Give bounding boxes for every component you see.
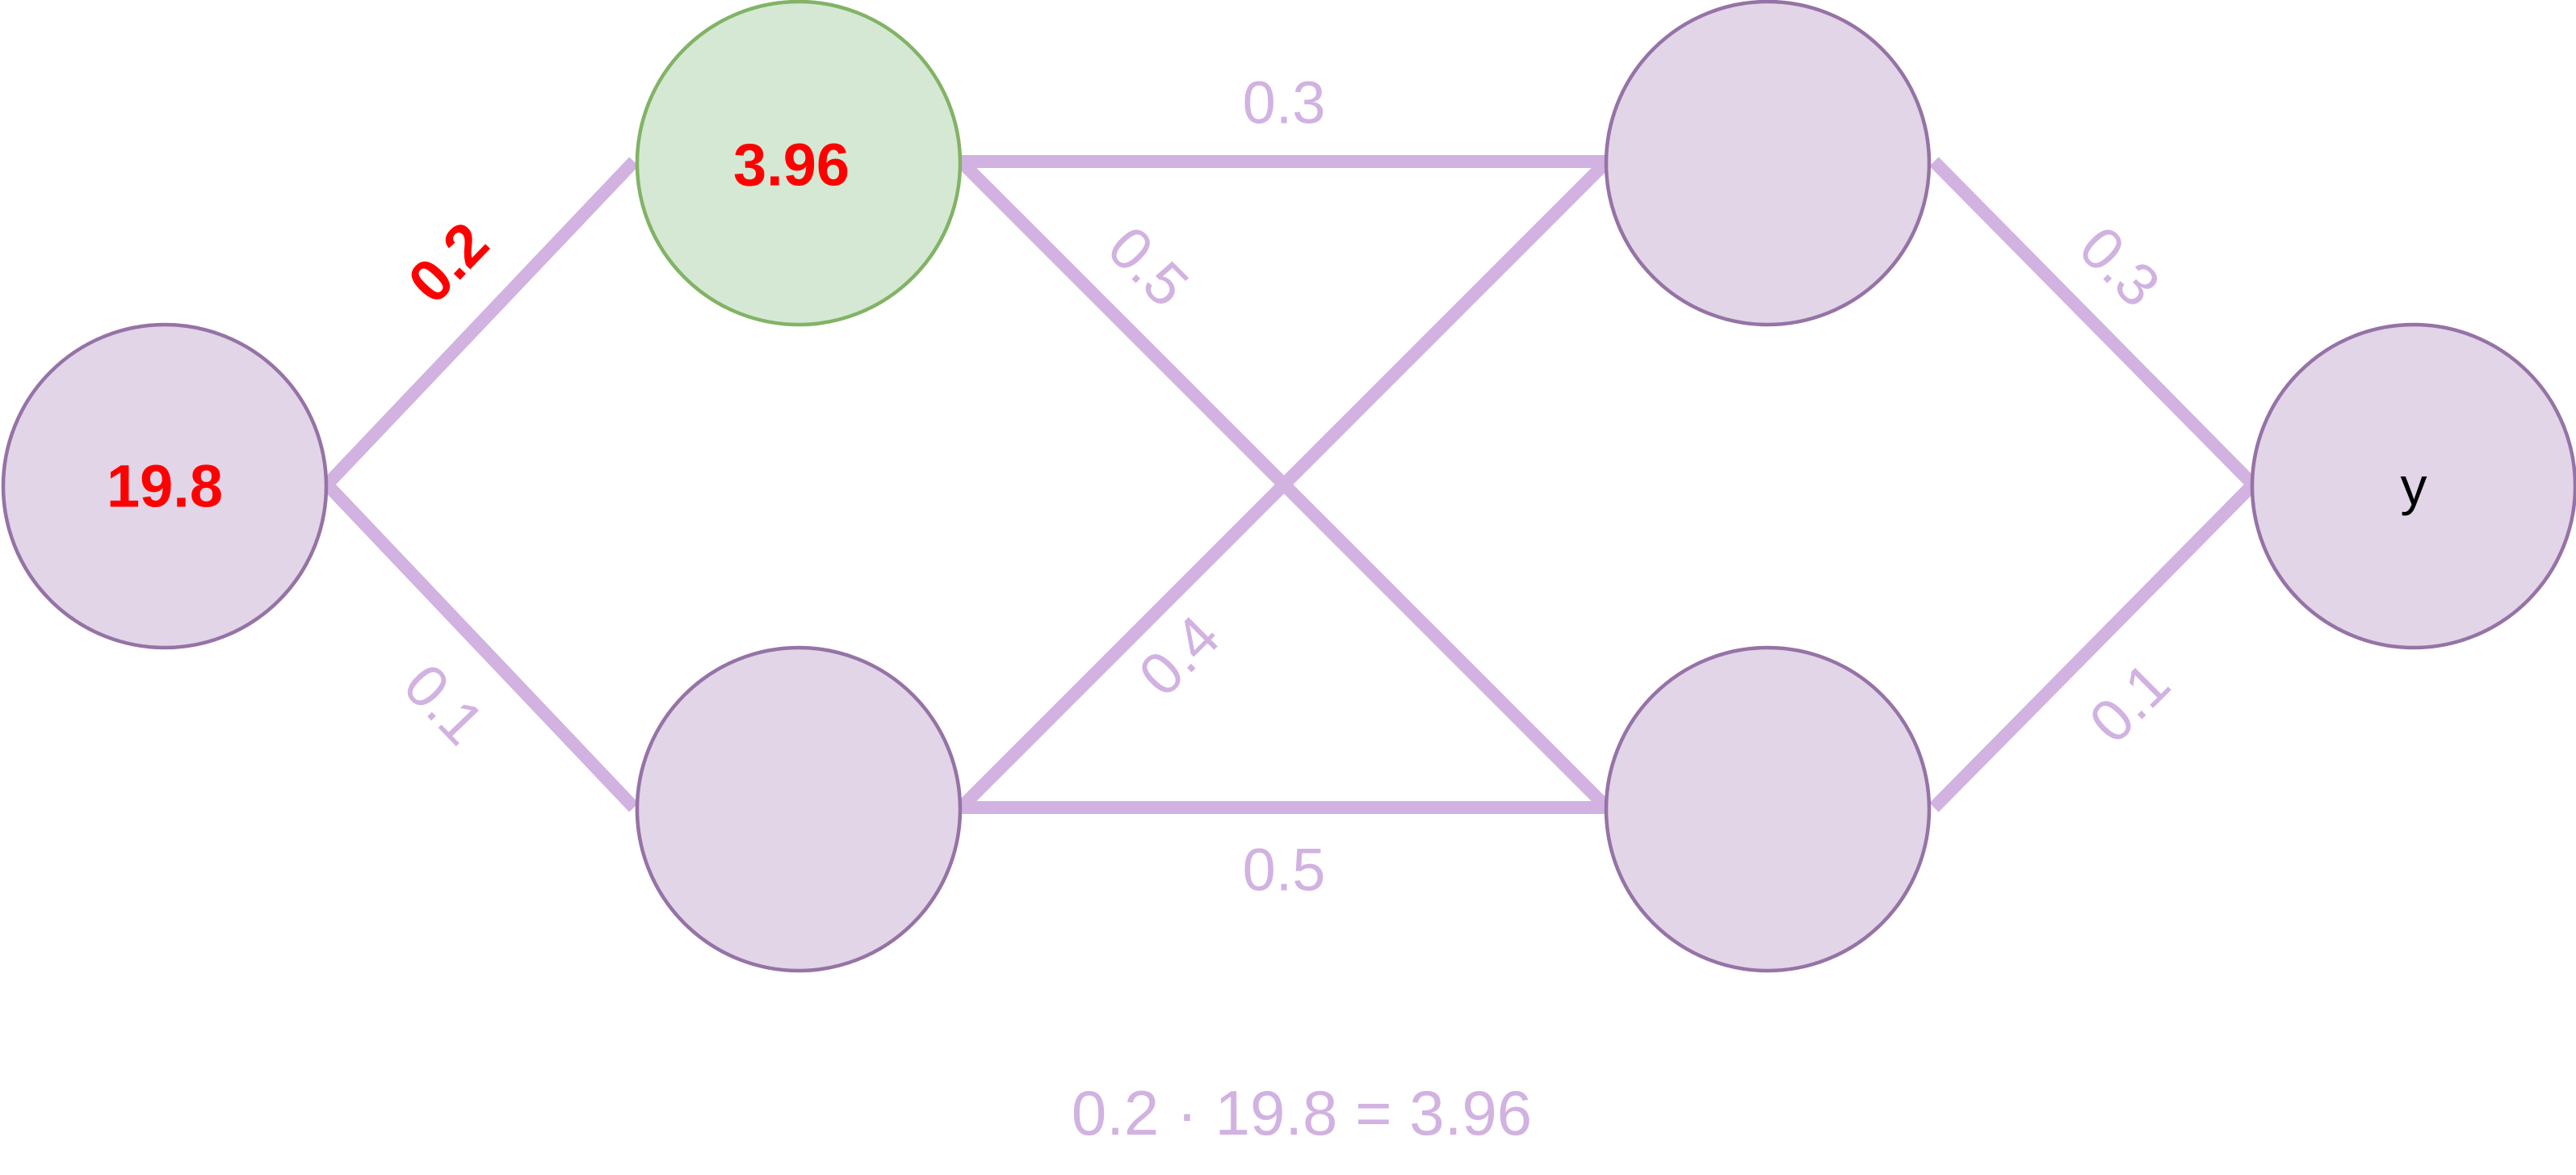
output-node-circle bbox=[2250, 322, 2576, 650]
edge-input-to-hidden1-bottom bbox=[322, 480, 639, 812]
hidden2-bottom-node-circle bbox=[1604, 645, 1932, 973]
hidden2-top-node bbox=[1604, 0, 1932, 327]
hidden1-top-node-label: 3.96 bbox=[733, 132, 850, 199]
edge-hidden2-bottom-to-output bbox=[1929, 480, 2258, 812]
weight-label-hidden1-top-to-hidden2-top: 0.3 bbox=[1243, 69, 1326, 136]
hidden2-bottom-node bbox=[1604, 645, 1932, 973]
hidden1-top-node-circle bbox=[635, 0, 963, 327]
output-node: y bbox=[2250, 322, 2576, 650]
weight-label-hidden2-bottom-to-output: 0.1 bbox=[2076, 649, 2182, 755]
edges bbox=[322, 155, 2258, 814]
edge-hidden1-bottom-to-hidden2-top bbox=[956, 157, 1612, 812]
hidden2-top-node-circle bbox=[1604, 0, 1932, 327]
equation-text: 0.2 · 19.8 = 3.96 bbox=[1072, 1077, 1532, 1148]
nodes: 19.8 3.96 y bbox=[1, 0, 2576, 973]
input-node: 19.8 bbox=[1, 322, 329, 650]
hidden1-top-node: 3.96 bbox=[635, 0, 963, 327]
input-node-label: 19.8 bbox=[107, 453, 223, 520]
hidden1-bottom-node-circle bbox=[635, 645, 963, 973]
weight-label-input-to-hidden1-top: 0.2 bbox=[395, 209, 501, 316]
weight-label-input-to-hidden1-bottom: 0.1 bbox=[391, 651, 497, 757]
hidden1-bottom-node bbox=[635, 645, 963, 973]
input-node-circle bbox=[1, 322, 329, 650]
weight-label-hidden1-bottom-to-hidden2-bottom: 0.5 bbox=[1243, 837, 1326, 904]
output-node-label: y bbox=[2401, 456, 2427, 516]
edge-hidden2-top-to-output bbox=[1929, 157, 2258, 489]
edge-input-to-hidden1-top bbox=[322, 157, 639, 489]
